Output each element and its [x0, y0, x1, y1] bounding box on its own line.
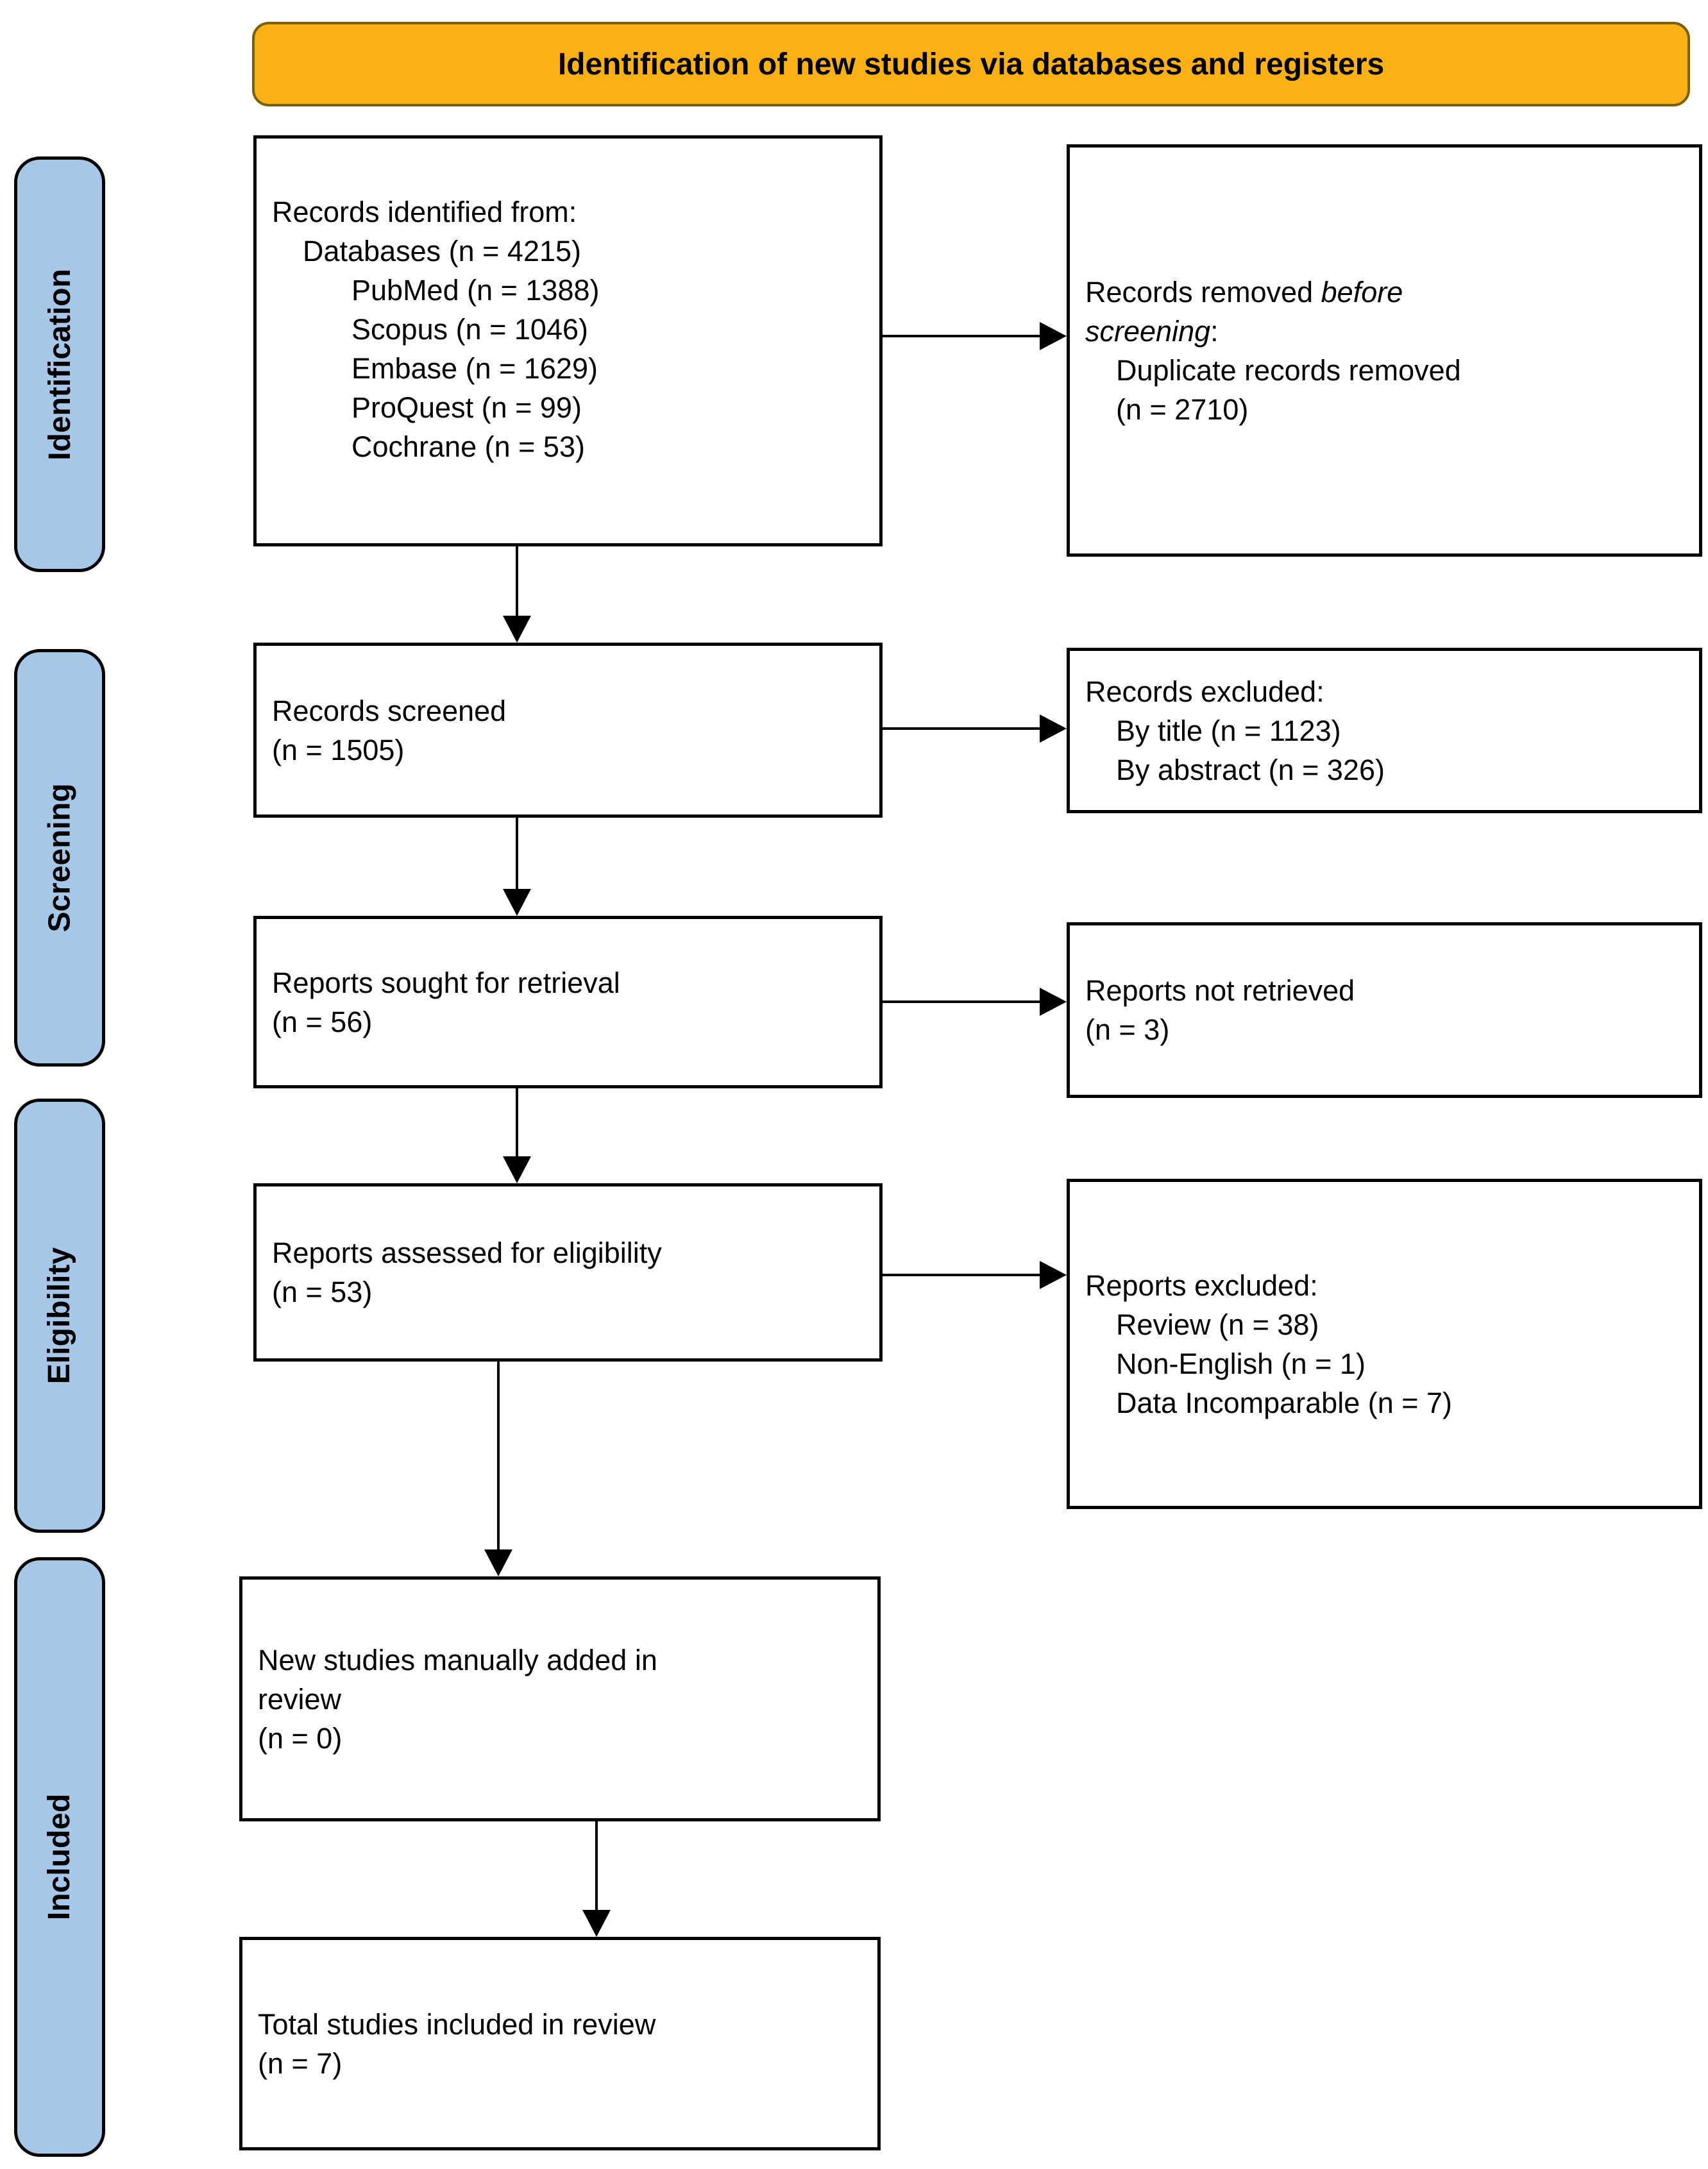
flow-box-reports-not-retrieved: Reports not retrieved (n = 3) — [1067, 922, 1702, 1098]
stage-label-identification: Identification — [14, 156, 105, 572]
box-line: By abstract (n = 326) — [1116, 753, 1385, 786]
arrow-down-icon — [503, 616, 531, 643]
box-line: Reports sought for retrieval — [272, 966, 620, 999]
arrow-assessed-to-excluded-line — [883, 1274, 1040, 1276]
box-line: (n = 0) — [258, 1721, 342, 1755]
arrow-assessed-to-new-studies-line — [497, 1362, 500, 1549]
box-line: Embase (n = 1629) — [351, 352, 598, 385]
box-line: PubMed (n = 1388) — [351, 274, 600, 307]
flow-box-new-studies-added: New studies manually added in review (n = … — [239, 1576, 881, 1821]
box-line: Duplicate records removed — [1116, 353, 1461, 387]
stage-label-text: Identification — [42, 268, 77, 460]
stage-label-eligibility: Eligibility — [14, 1099, 105, 1533]
flow-box-records-identified: Records identified from: Databases (n = 4… — [253, 135, 883, 546]
box-line: (n = 53) — [272, 1276, 373, 1308]
stage-label-text: Screening — [42, 783, 77, 933]
box-line: Total studies included in review — [258, 2007, 656, 2041]
stage-label-screening: Screening — [14, 649, 105, 1067]
flow-box-records-screened: Records screened (n = 1505) — [253, 643, 883, 818]
box-line: Records removed before — [1085, 275, 1403, 308]
box-line: review — [258, 1682, 342, 1716]
box-line: screening: — [1085, 314, 1219, 348]
box-line: Cochrane (n = 53) — [351, 430, 585, 463]
arrow-down-icon — [484, 1549, 512, 1576]
arrow-screened-to-sought-line — [516, 818, 518, 889]
box-line: Databases (n = 4215) — [303, 235, 582, 267]
box-line: Reports assessed for eligibility — [272, 1236, 662, 1269]
box-line: Reports excluded: — [1085, 1269, 1318, 1302]
box-line: New studies manually added in — [258, 1643, 657, 1676]
box-line: Records excluded: — [1085, 675, 1324, 708]
flow-box-records-excluded: Records excluded: By title (n = 1123) By a… — [1067, 648, 1702, 813]
box-line: Data Incomparable (n = 7) — [1116, 1386, 1453, 1419]
box-line: Scopus (n = 1046) — [351, 313, 588, 346]
arrow-screened-to-excluded-line — [883, 727, 1040, 730]
arrow-right-icon — [1040, 1261, 1067, 1289]
arrow-sought-to-assessed-line — [516, 1088, 518, 1156]
arrow-sought-to-not-retrieved-line — [883, 1000, 1040, 1003]
flow-box-reports-sought: Reports sought for retrieval (n = 56) — [253, 916, 883, 1088]
box-line: Review (n = 38) — [1116, 1308, 1319, 1341]
box-line: ProQuest (n = 99) — [351, 391, 582, 424]
stage-label-included: Included — [14, 1557, 105, 2157]
stage-label-text: Eligibility — [42, 1247, 77, 1385]
box-line: (n = 3) — [1085, 1013, 1170, 1046]
box-line: (n = 1505) — [272, 733, 405, 766]
stage-label-text: Included — [42, 1793, 77, 1921]
arrow-right-icon — [1040, 322, 1067, 350]
flow-box-total-included: Total studies included in review (n = 7) — [239, 1937, 881, 2150]
box-line: Non-English (n = 1) — [1116, 1347, 1366, 1380]
flow-box-reports-excluded: Reports excluded: Review (n = 38) Non-Engl… — [1067, 1179, 1702, 1509]
arrow-down-icon — [503, 889, 531, 916]
arrow-identified-to-removed-line — [883, 335, 1040, 337]
box-line: (n = 56) — [272, 1005, 373, 1038]
diagram-title: Identification of new studies via databa… — [557, 47, 1385, 81]
box-line: By title (n = 1123) — [1116, 714, 1341, 747]
arrow-down-icon — [582, 1910, 611, 1937]
box-line: Records screened — [272, 694, 507, 727]
diagram-title-banner: Identification of new studies via databa… — [252, 22, 1690, 106]
box-line: Records identified from: — [272, 196, 577, 228]
arrow-right-icon — [1040, 714, 1067, 743]
arrow-right-icon — [1040, 988, 1067, 1016]
box-line: (n = 2710) — [1116, 392, 1249, 426]
flow-box-reports-assessed: Reports assessed for eligibility (n = 53) — [253, 1183, 883, 1362]
arrow-identified-to-screened-line — [516, 546, 518, 616]
flow-box-records-removed: Records removed before screening: Duplicat… — [1067, 144, 1702, 557]
box-line: Reports not retrieved — [1085, 974, 1355, 1007]
arrow-new-studies-to-total-line — [595, 1821, 598, 1910]
box-line: (n = 7) — [258, 2047, 342, 2080]
arrow-down-icon — [503, 1156, 531, 1183]
